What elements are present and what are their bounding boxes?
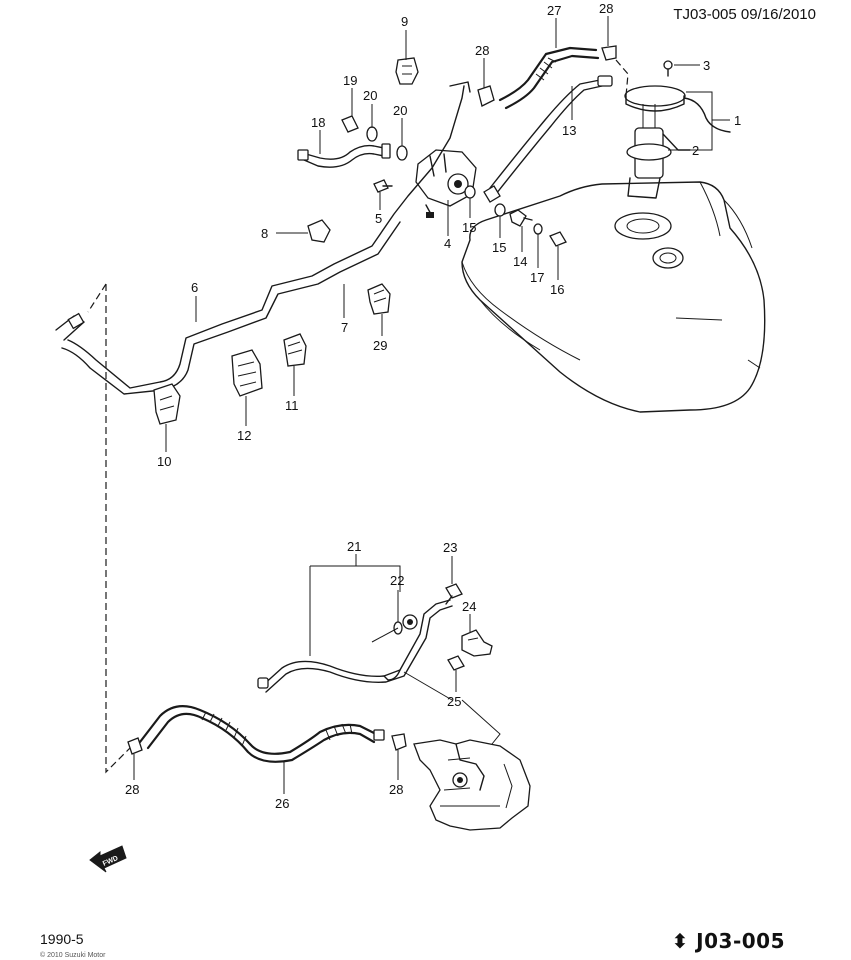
callout-7: 7 (341, 320, 348, 335)
pipe-clamp-28-top[interactable] (477, 45, 617, 107)
callout-22: 22 (390, 573, 404, 588)
fuel-pipe-21[interactable] (257, 599, 453, 693)
gasket-washer[interactable] (366, 126, 408, 161)
bolt-23[interactable] (445, 583, 463, 605)
callout-20b: 20 (393, 103, 407, 118)
pipe-clamp-12[interactable] (231, 349, 263, 397)
fuel-hose-27[interactable] (498, 46, 600, 110)
throttle-body[interactable] (413, 739, 531, 831)
diagram-id: TJ03-005 09/16/2010 (673, 6, 816, 23)
callout-numbers: 1 2 3 4 5 6 7 8 9 10 11 12 13 14 15 15 1… (125, 1, 741, 811)
fuel-tank (461, 181, 766, 413)
bolt-14[interactable] (509, 209, 533, 227)
callout-2: 2 (692, 143, 699, 158)
hose-clamp-28-lower[interactable] (127, 733, 407, 755)
fwd-arrow-icon: FWD (89, 845, 127, 873)
callout-8: 8 (261, 226, 268, 241)
model-code: 1990-5 (40, 931, 84, 947)
callout-14: 14 (513, 254, 527, 269)
callout-28a: 28 (475, 43, 489, 58)
callout-3: 3 (703, 58, 710, 73)
clip-16[interactable] (549, 231, 567, 247)
pipe-clamp-29[interactable] (367, 283, 391, 315)
callout-24: 24 (462, 599, 476, 614)
callout-28b: 28 (599, 1, 613, 16)
filter-bolt[interactable] (373, 179, 393, 193)
callout-6: 6 (191, 280, 198, 295)
callout-17: 17 (530, 270, 544, 285)
callout-18: 18 (311, 115, 325, 130)
callout-4: 4 (444, 236, 451, 251)
fuel-hose-13[interactable] (483, 75, 613, 203)
clamp-24[interactable] (461, 629, 493, 657)
callout-12: 12 (237, 428, 251, 443)
copyright-text: © 2010 Suzuki Motor (40, 952, 106, 959)
fuel-hose-18[interactable] (297, 143, 391, 168)
pipe-clamp-8[interactable] (307, 219, 331, 243)
callout-23: 23 (443, 540, 457, 555)
page-code: ⬍ J03-005 (671, 929, 785, 953)
callout-21: 21 (347, 539, 361, 554)
callout-27: 27 (547, 3, 561, 18)
fuel-pump-assembly[interactable] (624, 85, 731, 199)
page-code-text: J03-005 (696, 929, 785, 953)
union-bolt[interactable] (341, 115, 359, 133)
pipe-clamp-10[interactable] (153, 383, 181, 425)
callout-5: 5 (375, 211, 382, 226)
leader-lines (87, 16, 730, 794)
callout-15b: 15 (492, 240, 506, 255)
callout-15a: 15 (462, 220, 476, 235)
callout-28c: 28 (125, 782, 139, 797)
pipe-clamp-9[interactable] (395, 57, 419, 85)
bolt-25[interactable] (447, 655, 465, 671)
fuel-pump-cap-screw[interactable] (663, 60, 673, 77)
callout-13: 13 (562, 123, 576, 138)
callout-29: 29 (373, 338, 387, 353)
pipe-clamp-11[interactable] (283, 333, 307, 367)
fuel-hose-26[interactable] (138, 705, 385, 763)
callout-25: 25 (447, 694, 461, 709)
page-marker-icon: ⬍ (671, 929, 689, 953)
callout-9: 9 (401, 14, 408, 29)
callout-26: 26 (275, 796, 289, 811)
callout-1: 1 (734, 113, 741, 128)
callout-10: 10 (157, 454, 171, 469)
callout-28d: 28 (389, 782, 403, 797)
fuel-filter[interactable] (415, 149, 477, 218)
callout-16: 16 (550, 282, 564, 297)
callout-11: 11 (285, 398, 299, 413)
callout-20a: 20 (363, 88, 377, 103)
washer-17[interactable] (533, 223, 543, 235)
callout-19: 19 (343, 73, 357, 88)
washer-15[interactable] (464, 185, 506, 217)
